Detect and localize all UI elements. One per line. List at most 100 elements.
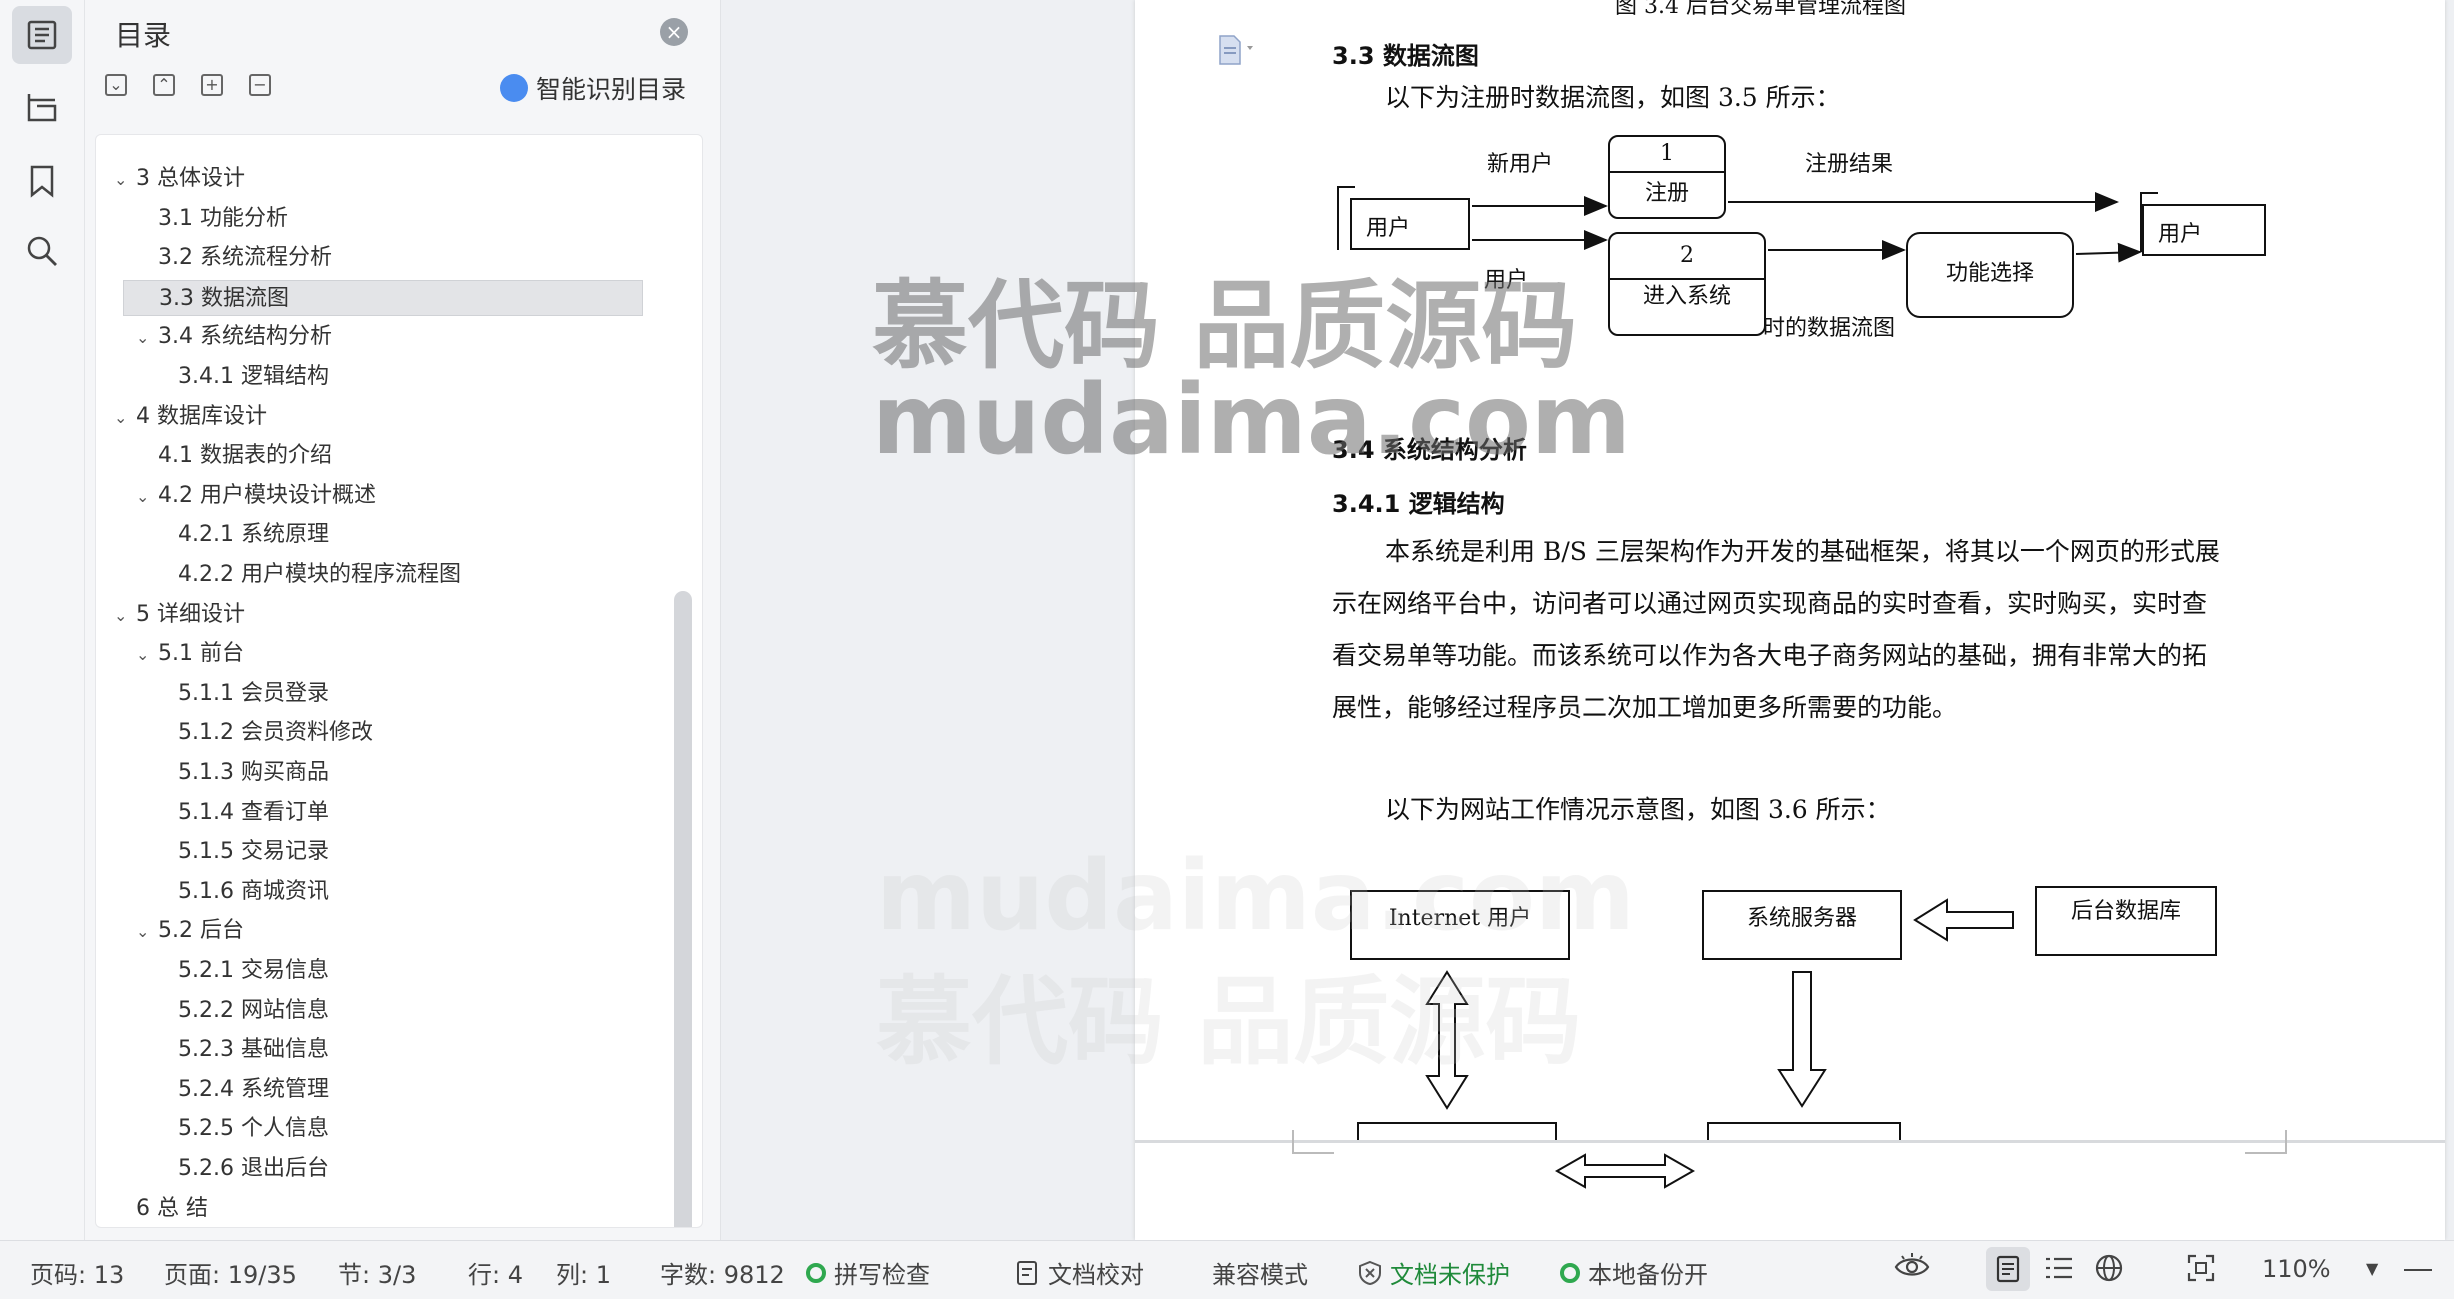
toc-panel-icon[interactable] (12, 6, 72, 64)
toc-item[interactable]: 5.1.6 商城资讯 (96, 874, 702, 910)
doc-protect-button[interactable]: 文档未保护 (1358, 1255, 1510, 1290)
toc-item-label: 4.1 数据表的介绍 (158, 443, 332, 469)
toc-item-label: 5.1.5 交易记录 (178, 839, 329, 865)
paragraph-registration-intro: 以下为注册时数据流图，如图 3.5 所示： (1385, 83, 1841, 112)
doc-proofread-button[interactable]: 文档校对 (1016, 1255, 1144, 1290)
local-backup-button[interactable]: 本地备份开 (1560, 1255, 1708, 1290)
toc-item[interactable]: 5.2.6 退出后台 (96, 1151, 702, 1187)
toc-item-label: 4.2.1 系统原理 (178, 522, 329, 548)
status-section: 节: 3/3 (338, 1261, 417, 1289)
document-edit-icon[interactable] (1217, 34, 1257, 70)
proofread-icon (1017, 1260, 1037, 1285)
close-icon[interactable]: × (660, 18, 688, 46)
expand-up-icon[interactable]: ⌃ (153, 74, 175, 96)
toc-item[interactable]: 3.2 系统流程分析 (96, 240, 702, 276)
arch-system-server: 系统服务器 (1702, 890, 1902, 960)
toc-item[interactable]: 4.1 数据表的介绍 (96, 438, 702, 474)
document-page[interactable]: 图 3.4 后台交易单管理流程图 3.3 数据流图 以下为注册时数据流图，如图 … (1135, 0, 2445, 1240)
status-page[interactable]: 页面: 19/35 (164, 1261, 297, 1289)
arch-bidirectional-arrow (1554, 1153, 1696, 1189)
toc-item[interactable]: 5.1.5 交易记录 (96, 834, 702, 870)
dfd-entity-user-left-label: 用户 (1366, 216, 1411, 241)
dfd-caption-fragment: 时的数据流图 (1763, 316, 1896, 341)
toc-item[interactable]: 5.2.2 网站信息 (96, 993, 702, 1029)
spell-check-button[interactable]: 拼写检查 (806, 1255, 930, 1290)
chevron-down-icon[interactable]: ⌄ (114, 605, 128, 625)
outline-view-icon[interactable] (2044, 1255, 2074, 1287)
toc-item-label: 5.1.2 会员资料修改 (178, 720, 373, 746)
chevron-down-icon[interactable]: ⌄ (136, 486, 150, 506)
spell-check-icon (806, 1262, 826, 1283)
dfd-process-enter-system: 2 进入系统 (1608, 232, 1766, 336)
zoom-out-icon[interactable] (2404, 1269, 2432, 1271)
bookmark-icon[interactable] (12, 152, 72, 210)
toc-item-label: 5 详细设计 (136, 601, 245, 627)
remove-heading-icon[interactable]: − (249, 74, 271, 96)
compat-mode-label[interactable]: 兼容模式 (1212, 1261, 1308, 1289)
toc-item[interactable]: 5.2.5 个人信息 (96, 1111, 702, 1147)
smart-recognize-toc-button[interactable]: 智能识别目录 (500, 70, 686, 106)
toc-item[interactable]: 5.1.3 购买商品 (96, 755, 702, 791)
next-page-top (1135, 1143, 2445, 1240)
search-icon[interactable] (12, 222, 72, 280)
chevron-down-icon[interactable]: ⌄ (114, 170, 128, 189)
toc-item-label: 5.1 前台 (158, 641, 244, 667)
toc-item[interactable]: ⌄3 总体设计 (96, 161, 684, 197)
toc-item[interactable]: 5.1.4 查看订单 (96, 795, 702, 831)
zoom-level[interactable]: 110% (2262, 1255, 2331, 1283)
fit-page-icon[interactable] (2186, 1253, 2216, 1289)
toc-item[interactable]: 5.2.3 基础信息 (96, 1032, 702, 1068)
toc-item[interactable]: 5.1.2 会员资料修改 (96, 715, 702, 751)
zoom-dropdown-icon[interactable]: ▼ (2366, 1259, 2379, 1278)
toc-item[interactable]: 5.2.1 交易信息 (96, 953, 702, 989)
toc-item[interactable]: ⌄5.2 后台 (96, 913, 702, 949)
navigation-outline-icon[interactable] (12, 78, 72, 136)
toc-item[interactable]: 4.2.2 用户模块的程序流程图 (96, 557, 702, 593)
toc-item[interactable]: 3.1 功能分析 (96, 201, 702, 237)
toc-item[interactable]: 5.2.4 系统管理 (96, 1072, 702, 1108)
toc-item[interactable]: 3.3 数据流图 (123, 279, 643, 316)
arch-backend-database-label: 后台数据库 (2070, 899, 2181, 924)
status-col: 列: 1 (556, 1261, 611, 1289)
chevron-down-icon[interactable]: ⌄ (136, 645, 150, 665)
toc-scrollbar[interactable] (674, 591, 692, 1227)
eye-protection-icon[interactable] (1894, 1251, 1930, 1287)
toc-item-label: 5.1.4 查看订单 (178, 799, 329, 825)
status-row: 行: 4 (468, 1261, 523, 1289)
dfd-process-register: 1 注册 (1608, 135, 1726, 219)
toc-item[interactable]: 4.2.1 系统原理 (96, 517, 702, 553)
arch-system-server-label: 系统服务器 (1746, 906, 1857, 931)
toc-item[interactable]: 3.4.1 逻辑结构 (96, 359, 702, 395)
chevron-down-icon[interactable]: ⌄ (136, 328, 150, 348)
toc-item-label: 3.1 功能分析 (158, 205, 288, 231)
add-heading-icon[interactable]: + (201, 74, 223, 96)
dfd-label-register-result: 注册结果 (1805, 152, 1894, 177)
status-word-count[interactable]: 字数: 9812 (660, 1261, 785, 1289)
toc-item[interactable]: ⌄ 5 详细设计 (96, 597, 684, 633)
page-view-icon[interactable] (1986, 1247, 2030, 1291)
margin-mark-right (2245, 1130, 2287, 1154)
spell-check-label: 拼写检查 (834, 1261, 930, 1289)
dfd-label-user-mid: 用户 (1484, 268, 1529, 293)
toc-item-label: 5.1.6 商城资讯 (178, 878, 329, 904)
toc-item-label: 5.2.4 系统管理 (178, 1076, 329, 1102)
arch-internet-user-label: Internet 用户 (1388, 906, 1532, 931)
toc-item[interactable]: ⌄4.2 用户模块设计概述 (96, 478, 702, 514)
margin-mark-left (1292, 1130, 1334, 1154)
watermark-faint-2: 慕代码 品质源码 (876, 966, 1582, 1078)
toc-item[interactable]: ⌄ 4 数据库设计 (96, 399, 684, 435)
status-bar: 页码: 13 页面: 19/35 节: 3/3 行: 4 列: 1 字数: 98… (0, 1240, 2454, 1299)
dfd-process-1-label: 注册 (1644, 181, 1689, 206)
collapse-all-icon[interactable]: ⌄ (105, 74, 127, 96)
toc-item[interactable]: ⌄3.4 系统结构分析 (96, 319, 702, 355)
chevron-down-icon[interactable]: ⌄ (114, 407, 128, 427)
toc-item[interactable]: 5.1.1 会员登录 (96, 676, 702, 712)
web-view-icon[interactable] (2094, 1253, 2124, 1289)
dfd-entity-mark (1337, 186, 1355, 188)
toc-item-label: 4 数据库设计 (136, 403, 267, 429)
toc-item[interactable]: 6 总 结 (96, 1191, 702, 1227)
toc-item[interactable]: ⌄ 5.1 前台 (96, 636, 702, 672)
chevron-down-icon[interactable]: ⌄ (136, 922, 150, 942)
dfd-process-2-label: 进入系统 (1642, 284, 1731, 309)
